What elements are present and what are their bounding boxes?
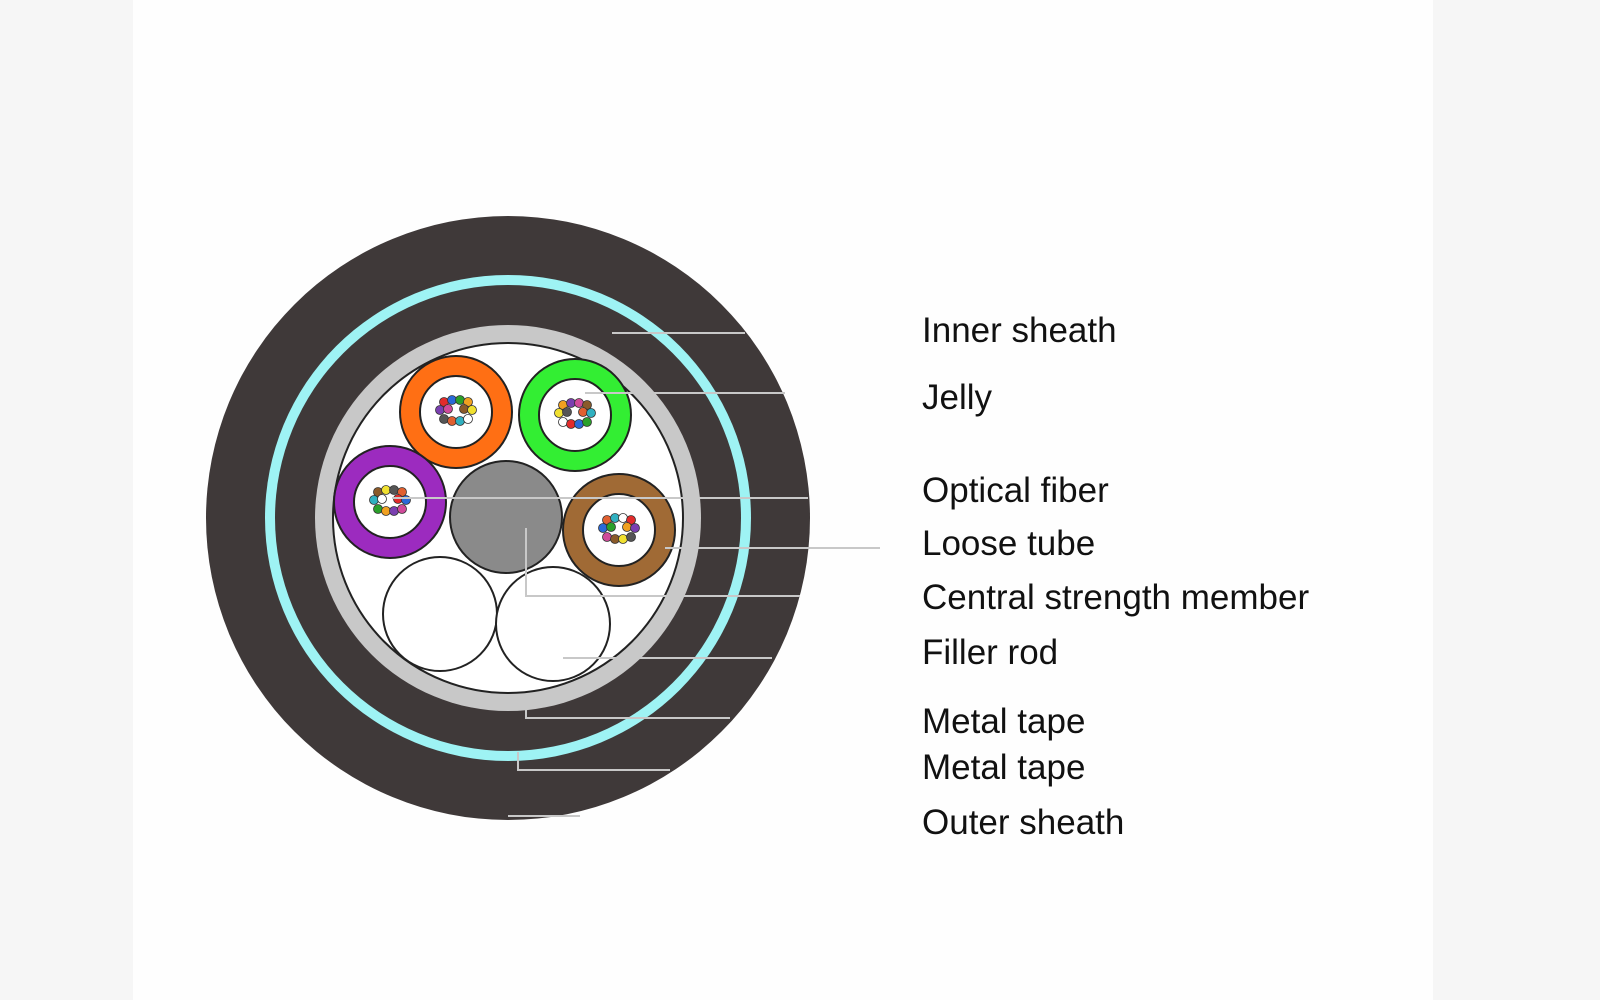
optical-fiber-dot <box>558 417 568 427</box>
optical-fiber-dot <box>455 416 465 426</box>
optical-fiber-dot <box>586 408 596 418</box>
optical-fiber-dot <box>630 523 640 533</box>
loose-tube-purple <box>333 445 447 559</box>
optical-fiber-dot <box>397 504 407 514</box>
loose-tube-jelly <box>353 465 427 539</box>
optical-fiber-dot <box>377 494 387 504</box>
label-jelly: Jelly <box>922 378 993 417</box>
label-filler-rod: Filler rod <box>922 633 1059 672</box>
optical-fiber-dot <box>455 395 465 405</box>
optical-fiber-dot <box>618 534 628 544</box>
optical-fiber-dot <box>582 417 592 427</box>
optical-fiber-dot <box>459 404 469 414</box>
leader-lines <box>392 332 880 817</box>
loose-tube-jelly <box>538 378 612 452</box>
label-outer-sheath: Outer sheath <box>922 803 1125 842</box>
loose-tube-green <box>518 358 632 472</box>
optical-fiber-dot <box>578 407 588 417</box>
optical-fiber-dot <box>606 522 616 532</box>
optical-fiber-dot <box>622 522 632 532</box>
optical-fiber-dot <box>439 414 449 424</box>
central-strength-member <box>449 460 563 574</box>
label-metal-tape-1: Metal tape <box>922 702 1086 741</box>
leader-line-metal-tape-2 <box>517 752 670 771</box>
leader-line-central-strength-member <box>525 528 800 597</box>
loose-tube-orange <box>399 355 513 469</box>
label-optical-fiber: Optical fiber <box>922 471 1109 510</box>
optical-fiber-dot <box>373 504 383 514</box>
optical-fiber-dot <box>598 523 608 533</box>
optical-fiber-dot <box>574 419 584 429</box>
loose-tube-jelly <box>582 493 656 567</box>
filler-rod-left <box>382 556 498 672</box>
optical-fiber-dot <box>401 495 411 505</box>
filler-rod-right <box>495 566 611 682</box>
optical-fiber-dot <box>626 532 636 542</box>
optical-fiber-dot <box>463 414 473 424</box>
loose-tube-brown <box>562 473 676 587</box>
loose-tube-jelly <box>419 375 493 449</box>
optical-fiber-dot <box>574 398 584 408</box>
leader-line-metal-tape-1 <box>525 705 730 719</box>
optical-fiber-dot <box>602 532 612 542</box>
optical-fiber-dot <box>467 405 477 415</box>
cable-cross-section <box>206 216 810 820</box>
optical-fiber-dot <box>443 404 453 414</box>
optical-fiber-dot <box>554 408 564 418</box>
optical-fiber-dot <box>562 407 572 417</box>
optical-fiber-dot <box>389 485 399 495</box>
label-central-strength-member: Central strength member <box>922 578 1310 617</box>
label-inner-sheath: Inner sheath <box>922 311 1117 350</box>
label-metal-tape-2: Metal tape <box>922 748 1086 787</box>
optical-fiber-dot <box>435 405 445 415</box>
optical-fiber-dot <box>369 495 379 505</box>
optical-fiber-dot <box>618 513 628 523</box>
optical-fiber-dot <box>389 506 399 516</box>
label-loose-tube: Loose tube <box>922 524 1096 563</box>
